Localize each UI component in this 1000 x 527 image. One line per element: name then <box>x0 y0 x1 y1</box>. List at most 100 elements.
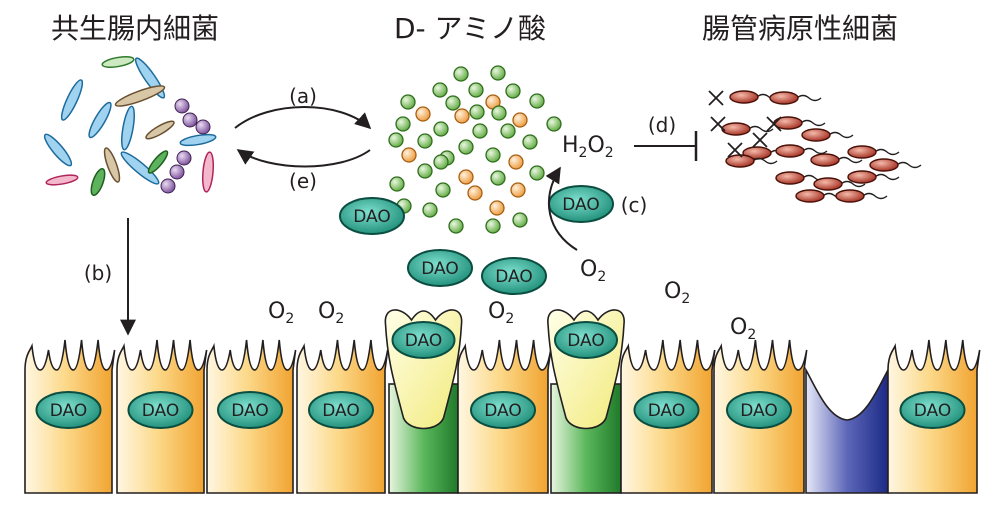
paneth-granule: DAO <box>547 309 625 430</box>
intestinal-epithelium: DAO DAO DAO DAO DAO DAO DAO DAO DAO DAO <box>24 309 981 494</box>
o2-label-4: O2 <box>580 257 606 285</box>
pathogenic-bacteria-cluster <box>708 90 922 203</box>
o2-label-2: O2 <box>318 299 344 327</box>
dao-label: DAO <box>648 401 686 421</box>
d-amino-acid-orange <box>454 108 470 124</box>
absorptive-epithelial-cell: DAO <box>206 339 297 494</box>
pathogenic-bacterium <box>847 170 900 184</box>
svg-text:H2O2: H2O2 <box>562 133 614 161</box>
kill-mark-icon <box>752 132 768 148</box>
label-c: (c) <box>621 193 648 217</box>
arrow-e <box>236 149 371 168</box>
pathogenic-bacterium <box>725 154 778 168</box>
d-amino-acid-orange <box>401 147 417 163</box>
o2-label-3: O2 <box>488 299 514 327</box>
pathogenic-bacterium <box>813 177 866 191</box>
absorptive-epithelial-cell: DAO <box>24 339 116 494</box>
paneth-granule: DAO <box>384 309 463 430</box>
d-amino-acid-green <box>529 165 545 181</box>
d-amino-acid-green <box>468 82 484 98</box>
pathogenic-bacterium <box>773 116 826 130</box>
pathogenic-bacterium <box>869 158 922 172</box>
label-d: (d) <box>648 113 676 137</box>
o2-label-1: O2 <box>268 299 294 327</box>
dao-enzyme-free-3: DAO <box>481 257 547 295</box>
pathogenic-bacterium <box>835 189 888 203</box>
d-amino-acid-green <box>453 66 469 82</box>
dao-label: DAO <box>405 331 443 351</box>
d-amino-acid-green <box>529 93 545 109</box>
d-amino-acid-green <box>417 133 433 149</box>
d-amino-acid-green <box>522 134 538 150</box>
kill-mark-icon <box>766 116 782 132</box>
kill-mark-icon <box>708 90 724 106</box>
svg-text:O2: O2 <box>730 315 756 343</box>
svg-text:O2: O2 <box>318 299 344 327</box>
title-commensal-bacteria: 共生腸内細菌 <box>51 12 219 45</box>
pathogenic-bacterium <box>795 189 848 203</box>
dao-label: DAO <box>322 401 360 421</box>
kill-mark-icon <box>710 116 726 132</box>
absorptive-epithelial-cell: DAO <box>887 339 981 494</box>
pathogenic-bacterium <box>801 128 854 142</box>
d-amino-acid-green <box>435 182 451 198</box>
svg-text:O2: O2 <box>488 299 514 327</box>
d-amino-acid-green <box>485 218 501 234</box>
d-amino-acid-green <box>433 121 449 137</box>
crypt-cell <box>805 366 889 494</box>
dao-enzyme-free-4: DAO <box>548 185 614 223</box>
d-amino-acid-green <box>546 116 562 132</box>
d-amino-acid-green <box>417 163 433 179</box>
d-amino-acid-green <box>395 116 411 132</box>
h2o2-label: H2O2 <box>562 133 614 161</box>
pathogenic-bacterium <box>769 91 822 105</box>
d-amino-acid-cloud <box>388 65 562 234</box>
d-amino-acid-green <box>458 139 474 155</box>
absorptive-epithelial-cell: DAO <box>457 339 552 494</box>
commensal-bacteria-cluster <box>43 56 217 197</box>
title-d-amino-acid: D- アミノ酸 <box>394 12 546 45</box>
goblet-cell: DAO <box>547 309 625 494</box>
d-amino-acid-green <box>400 94 416 110</box>
label-e: (e) <box>289 169 317 193</box>
d-amino-acid-green <box>490 65 506 81</box>
pathogenic-bacterium <box>775 144 828 158</box>
o2-label-5: O2 <box>664 279 690 307</box>
arrow-a <box>234 106 372 130</box>
d-amino-acid-orange <box>467 185 483 201</box>
svg-text:DAO: DAO <box>562 195 600 215</box>
svg-text:O2: O2 <box>664 279 690 307</box>
pathogenic-bacterium <box>775 171 828 185</box>
absorptive-epithelial-cell: DAO <box>116 339 208 494</box>
pathogenic-bacterium <box>729 90 782 104</box>
d-amino-acid-green <box>485 147 501 163</box>
d-amino-acid-green <box>472 123 488 139</box>
dao-label: DAO <box>484 401 522 421</box>
d-amino-acid-orange <box>489 200 505 216</box>
d-amino-acid-green <box>505 83 521 99</box>
dao-label: DAO <box>914 401 952 421</box>
dao-enzyme-free-2: DAO <box>407 249 473 287</box>
title-pathogenic-bacteria: 腸管病原性細菌 <box>702 12 898 45</box>
absorptive-epithelial-cell: DAO <box>620 339 716 494</box>
dao-label: DAO <box>142 401 180 421</box>
d-amino-acid-orange <box>512 112 528 128</box>
svg-text:O2: O2 <box>268 299 294 327</box>
arrow-c <box>545 166 578 251</box>
d-amino-acid-green <box>432 82 448 98</box>
d-amino-acid-orange <box>508 154 524 170</box>
dao-label: DAO <box>50 401 88 421</box>
dao-enzyme-free-1: DAO <box>339 197 405 235</box>
d-amino-acid-green <box>448 218 464 234</box>
dao-label: DAO <box>567 331 605 351</box>
dao-label: DAO <box>231 401 269 421</box>
dao-label: DAO <box>740 401 778 421</box>
d-amino-acid-green <box>469 104 485 120</box>
svg-text:DAO: DAO <box>495 267 533 287</box>
svg-text:O2: O2 <box>580 257 606 285</box>
absorptive-epithelial-cell: DAO <box>296 339 389 494</box>
d-amino-acid-orange <box>510 182 526 198</box>
label-b: (b) <box>84 261 112 285</box>
